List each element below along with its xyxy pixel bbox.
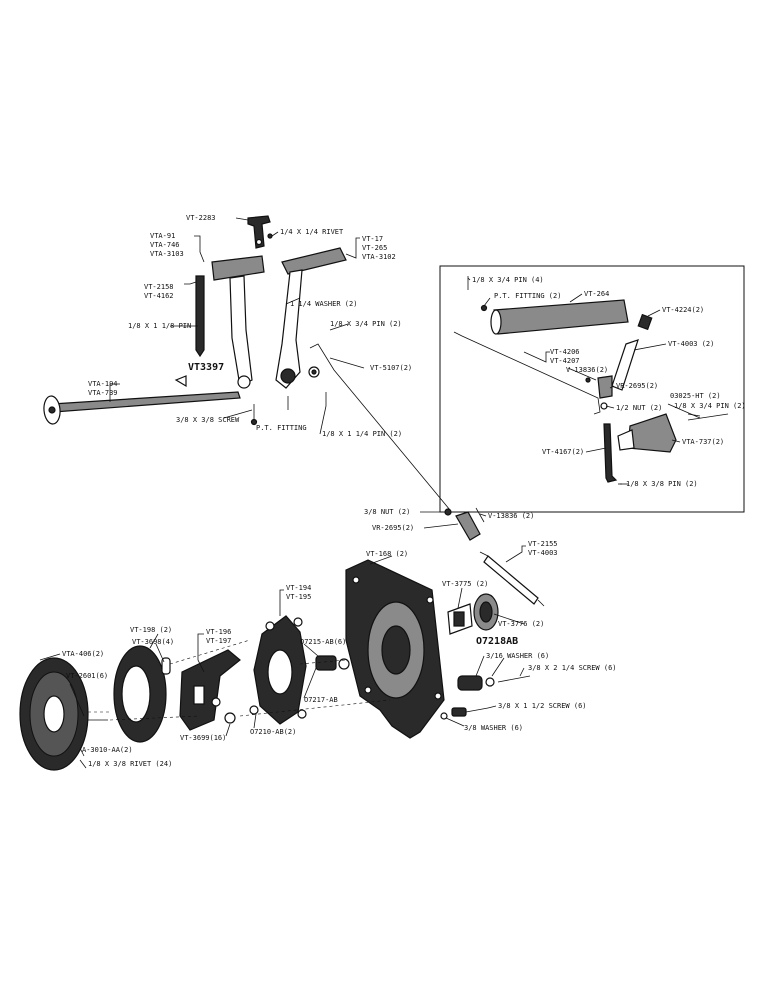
label-vt4167: VT-4167(2) [542, 448, 584, 456]
label-washer-top: 1 1/4 WASHER (2) [290, 300, 357, 308]
vt4003-spring [611, 339, 639, 391]
label-rivet-top: 1/4 X 1/4 RIVET [280, 228, 344, 236]
label-vt5107: VT-5107(2) [370, 364, 412, 372]
label-rivet24: 1/8 X 3/8 RIVET (24) [88, 760, 172, 768]
brake-rod [309, 343, 451, 511]
label-vt195: VT-195 [286, 593, 311, 601]
rod-clevis [444, 507, 485, 541]
label-vt194: VT-194 [286, 584, 311, 592]
label-vta3102: VTA-3102 [362, 253, 396, 261]
ball [211, 697, 221, 707]
label-vt197: VT-197 [206, 637, 231, 645]
label-vta739: VTA-739 [88, 389, 118, 397]
vt4167-rod [603, 423, 618, 483]
rivet [267, 233, 273, 239]
o7218ab-plunger [457, 675, 531, 691]
vt2283-bracket [247, 215, 271, 249]
label-screw6-b: 3/8 X 1 1/2 SCREW (6) [498, 702, 587, 710]
label-vt196: VT-196 [206, 628, 231, 636]
label-pin2-box: 1/8 X 3/4 PIN (2) [674, 402, 746, 410]
inset-rod [453, 331, 601, 415]
vt4224-block [637, 313, 653, 331]
label-vt265: VT-265 [362, 244, 387, 252]
label-pin2-box-bottom: 1/8 X 3/8 PIN (2) [626, 480, 698, 488]
o7210-ball [249, 705, 259, 715]
vt194-spider [253, 615, 307, 725]
label-pin2-top: 1/8 X 3/4 PIN (2) [330, 320, 402, 328]
v13836-clevis [585, 375, 613, 399]
label-pt-fitting2: P.T. FITTING (2) [494, 292, 561, 300]
vt3699-ball [224, 712, 236, 724]
label-pin-top-left: 1/8 X 1 1/8 PIN [128, 322, 191, 330]
label-vt2158: VT-2158 [144, 283, 174, 291]
key [174, 375, 187, 388]
label-vt168: VT-168 (2) [366, 550, 408, 558]
cross-shaft [43, 391, 241, 425]
label-vt2601: VT-2601(6) [66, 672, 108, 680]
label-vt198: VT-198 (2) [130, 626, 172, 634]
vt264-tube [490, 299, 629, 335]
shaft-pin [687, 413, 729, 421]
label-vt3776: VT-3776 (2) [498, 620, 544, 628]
label-vt3775: VT-3775 (2) [442, 580, 488, 588]
label-vta194: VTA-194 [88, 380, 118, 388]
label-vta406: VTA-406(2) [62, 650, 104, 658]
brake-pedal-left [211, 255, 265, 389]
label-screw6-a: 3/8 X 2 1/4 SCREW (6) [528, 664, 617, 672]
label-nut2: 3/8 NUT (2) [364, 508, 410, 516]
label-o7210: O7210-AB(2) [250, 728, 296, 736]
screw [451, 707, 489, 717]
label-v13836-box: V-13836(2) [566, 366, 608, 374]
fitting [480, 304, 488, 312]
label-o7218ab: O7218AB [476, 636, 518, 647]
label-nut2-box: 1/2 NUT (2) [616, 404, 662, 412]
label-v13836: V-13836 (2) [488, 512, 534, 520]
label-a3010: A-3010-AA(2) [82, 746, 133, 754]
brake-pedal-right [275, 247, 347, 389]
label-vt4207: VT-4207 [550, 357, 580, 365]
label-washer6-a: 3/16 WASHER (6) [486, 652, 549, 660]
washer [440, 712, 448, 720]
label-vt4224: VT-4224(2) [662, 306, 704, 314]
label-vt2283: VT-2283 [186, 214, 216, 222]
label-vt264: VT-264 [584, 290, 609, 298]
vt3776-boot [473, 593, 499, 631]
vt198-plate [113, 645, 171, 743]
label-pin4: 1/8 X 3/4 PIN (4) [472, 276, 544, 284]
label-vt2155: VT-2155 [528, 540, 558, 548]
label-vr2695-box: VR-2695(2) [616, 382, 658, 390]
label-vta3103: VTA-3103 [150, 250, 184, 258]
vt168-housing [345, 559, 445, 739]
label-vta737: VTA-737(2) [682, 438, 724, 446]
label-vt4003: VT-4003 [528, 549, 558, 557]
return-spring [479, 551, 545, 607]
label-vt4206: VT-4206 [550, 348, 580, 356]
label-washer6-b: 3/8 WASHER (6) [464, 724, 523, 732]
label-vt3397: VT3397 [188, 362, 224, 373]
label-vt4162: VT-4162 [144, 292, 174, 300]
label-o7217: O7217-AB [304, 696, 338, 704]
label-vt4003-2: VT-4003 (2) [668, 340, 714, 348]
vt2158-lever [195, 275, 205, 358]
label-vta746: VTA-746 [150, 241, 180, 249]
inset-box [439, 265, 745, 513]
label-o3025: 03025-HT (2) [670, 392, 721, 400]
label-vta91: VTA-91 [150, 232, 175, 240]
label-pt-fitting: P.T. FITTING [256, 424, 307, 432]
label-screw-left: 3/8 X 3/8 SCREW [176, 416, 240, 424]
vta737-cam [617, 413, 677, 453]
label-vt3698: VT-3698(4) [132, 638, 174, 646]
label-o7215: O7215-AB(6) [300, 638, 346, 646]
label-vt17: VT-17 [362, 235, 383, 243]
vt3775-cover [447, 603, 473, 635]
label-vt3699: VT-3699(16) [180, 734, 226, 742]
label-vr2695: VR-2695(2) [372, 524, 414, 532]
label-pin2-mid: 1/8 X 1 1/4 PIN (2) [322, 430, 402, 438]
o7215-spring [315, 655, 350, 671]
